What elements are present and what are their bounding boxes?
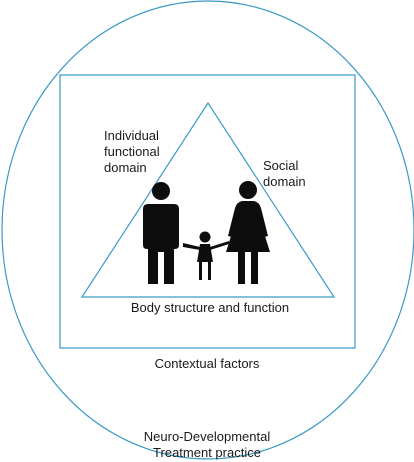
child-icon: [183, 231, 229, 280]
body-structure-function-label: Body structure and function: [130, 300, 290, 315]
individual-label-line3: domain: [104, 160, 147, 175]
social-label-line2: domain: [263, 174, 306, 189]
family-icon: [143, 181, 270, 284]
individual-functional-domain-label: Individual functional domain: [104, 128, 160, 176]
contextual-factors-box: [59, 74, 356, 349]
individual-label-line2: functional: [104, 144, 160, 159]
man-icon: [143, 182, 179, 284]
domains-triangle: [80, 101, 336, 298]
ndt-label-line2: Treatment practice: [153, 445, 261, 460]
social-domain-label: Social domain: [263, 158, 306, 190]
social-label-line1: Social: [263, 158, 299, 173]
individual-label-line1: Individual: [104, 128, 159, 143]
contextual-factors-label: Contextual factors: [154, 356, 260, 371]
woman-icon: [226, 181, 270, 284]
ndt-practice-label: Neuro-Developmental Treatment practice: [0, 429, 414, 461]
ndt-label-line1: Neuro-Developmental: [143, 429, 271, 444]
